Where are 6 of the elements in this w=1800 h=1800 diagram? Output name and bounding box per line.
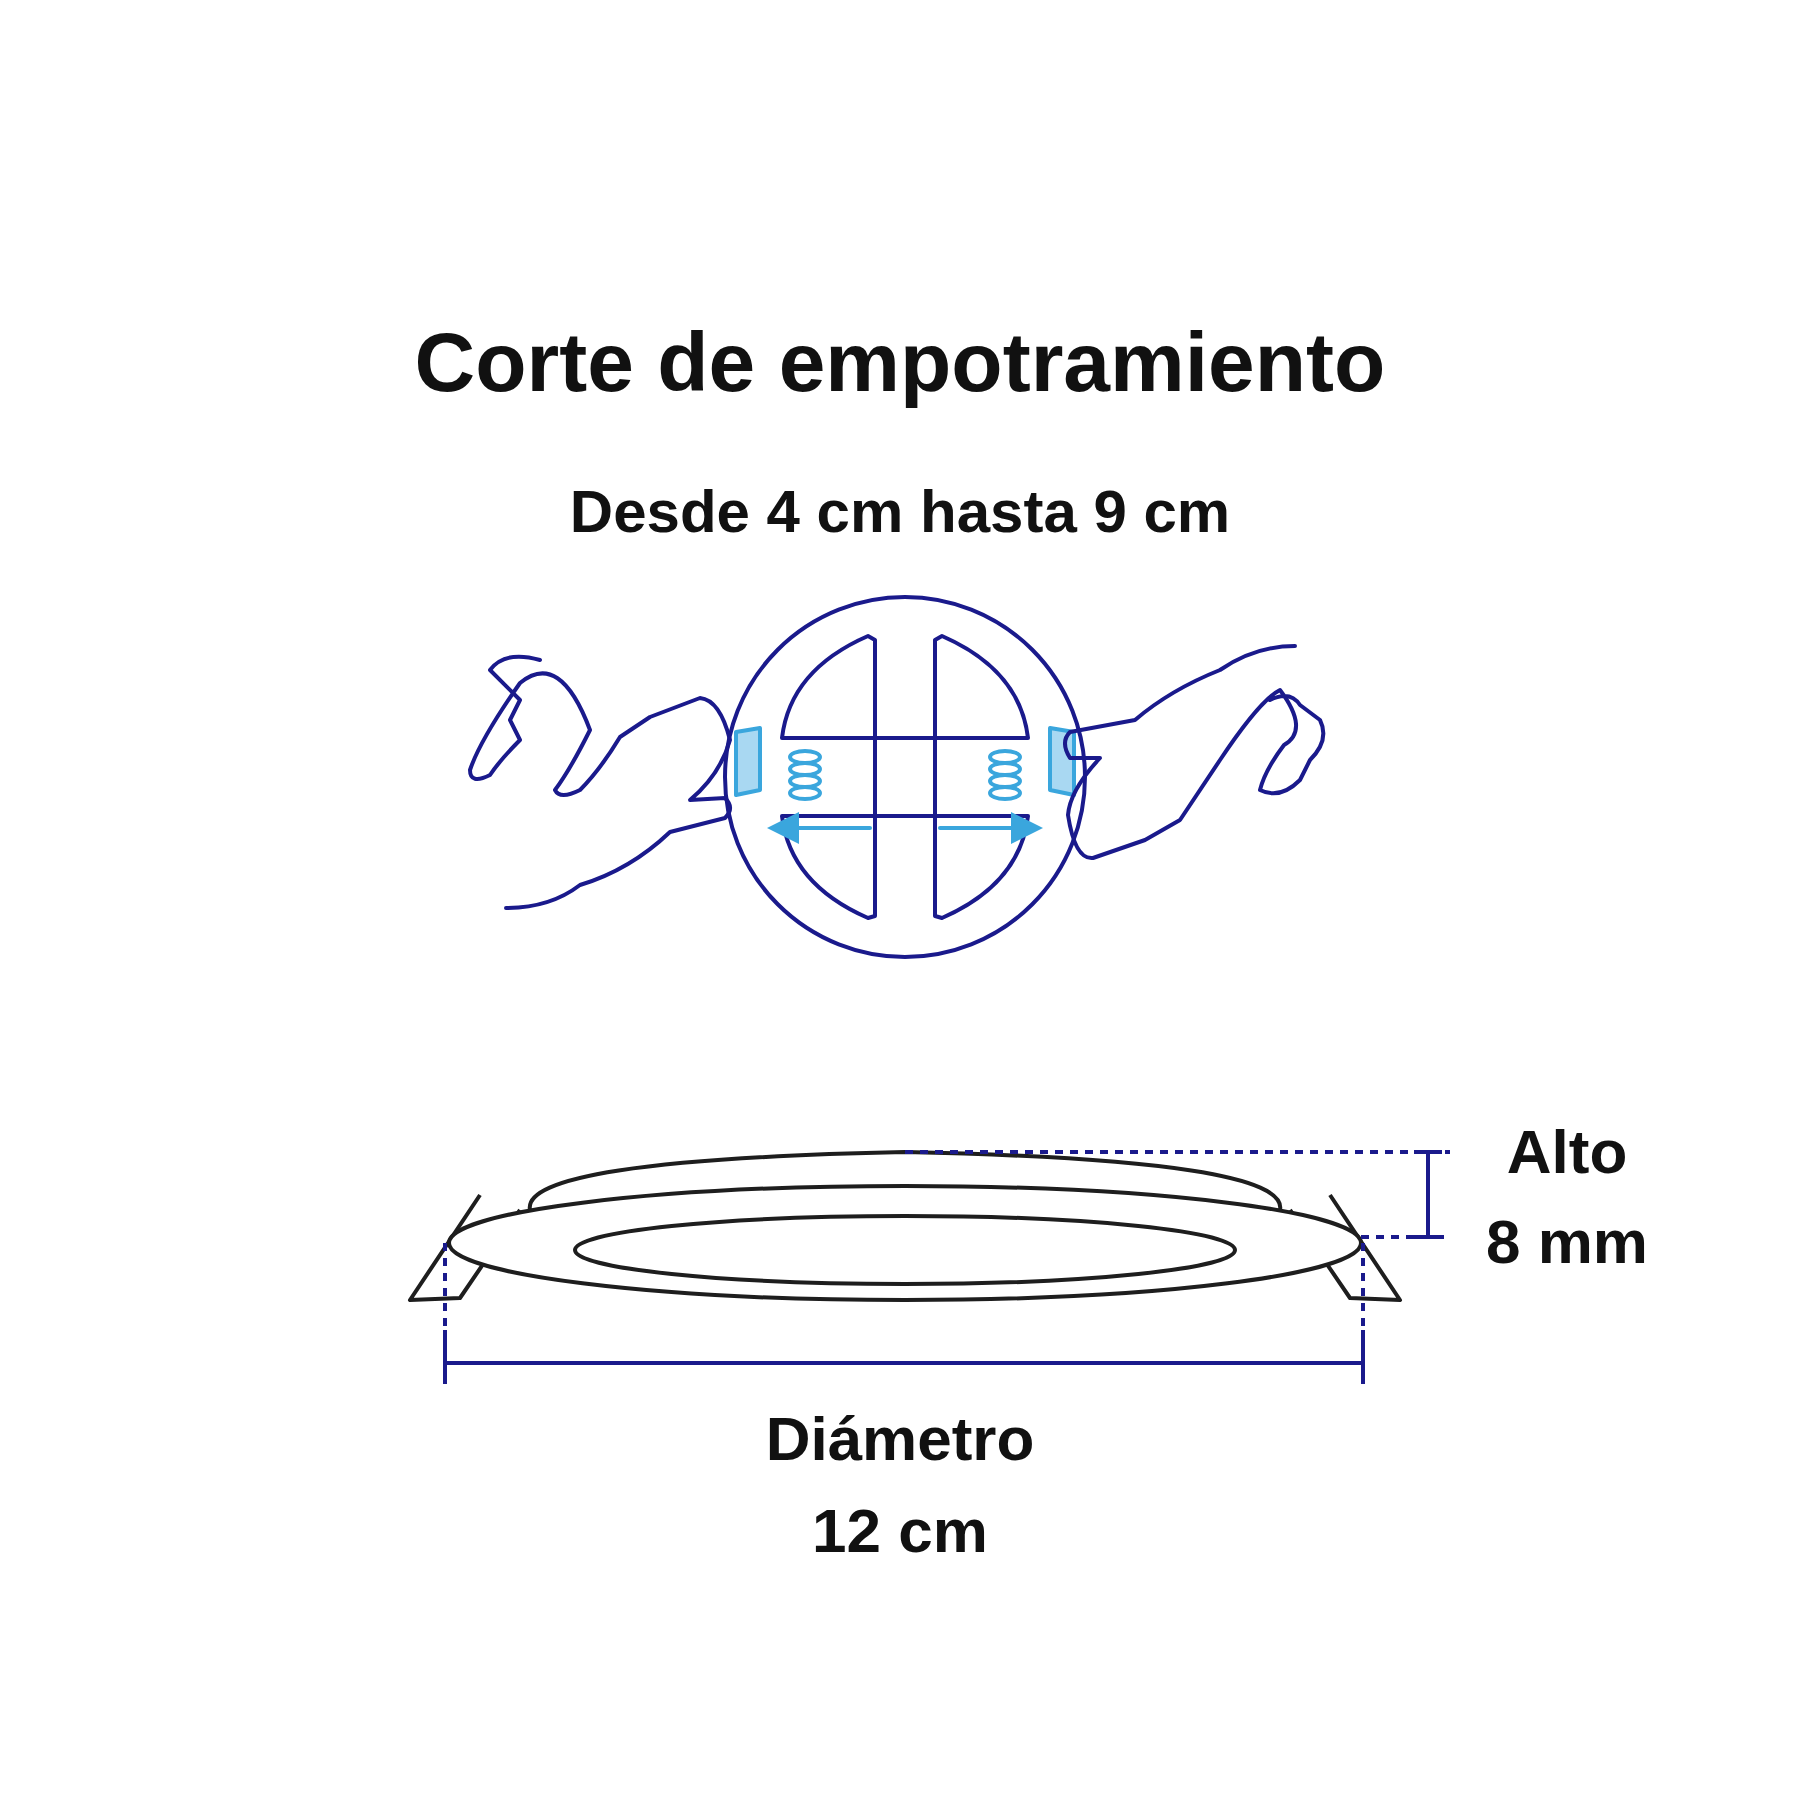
dimension-label: Diámetro [765, 1402, 1035, 1474]
title: Corte de empotramiento [414, 313, 1386, 411]
dimension-value: 12 cm [812, 1494, 988, 1566]
subtitle: Desde 4 cm hasta 9 cm [569, 476, 1231, 546]
dimension-value: 8 mm [1486, 1205, 1648, 1277]
dimension-label: Alto [1506, 1115, 1628, 1187]
